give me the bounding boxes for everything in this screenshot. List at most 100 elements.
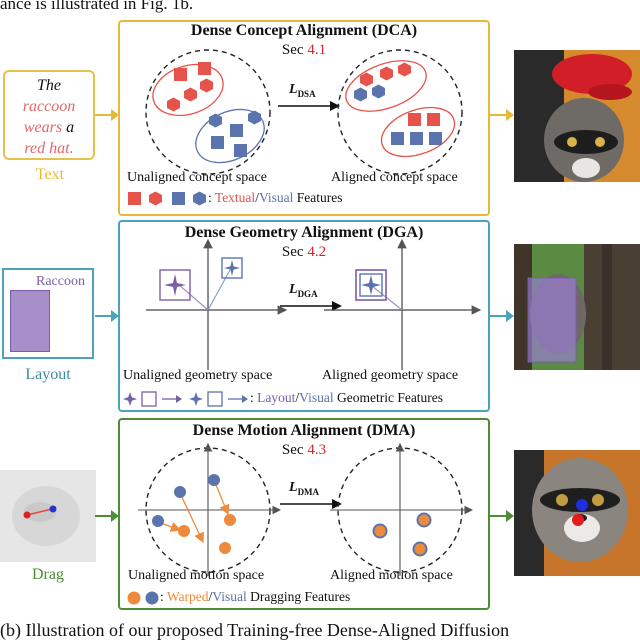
dga-layout-box — [159, 269, 191, 301]
dca-legend-red-square — [128, 192, 141, 205]
dca-loss-arrowhead — [330, 101, 340, 111]
dga-visual-box — [221, 257, 243, 279]
dca-aligned-square-5 — [429, 132, 442, 145]
dma-diagram — [127, 442, 474, 605]
dca-diagram — [128, 49, 463, 206]
top-cut-text: ance is illustrated in Fig. 1b. — [0, 0, 194, 13]
arrow-layout-to-dga — [95, 310, 119, 322]
prompt-line-4: red hat. — [24, 140, 74, 157]
dma-legend-warped-dot — [127, 591, 141, 605]
layout-box-label: Raccoon — [36, 274, 85, 289]
dma-legend-slash: / — [208, 589, 213, 604]
dga-section-ref: Sec 4.2 — [118, 244, 490, 261]
dca-panel — [118, 20, 490, 216]
output-image-dga-svg — [514, 244, 640, 370]
dma-legend-warped: Warped — [166, 589, 209, 604]
dga-visual-vector — [207, 269, 231, 311]
dga-left-caption: Unaligned geometry space — [123, 368, 273, 383]
dca-unaligned-circle — [145, 49, 271, 175]
dca-visual-ellipse — [195, 108, 265, 164]
output-image-dma — [514, 450, 640, 576]
dca-right-caption: Aligned concept space — [331, 170, 458, 185]
dca-aligned-square-2 — [427, 113, 440, 126]
output-image-dca-svg — [514, 50, 640, 182]
dma-loss-label: LDMA — [289, 480, 320, 497]
dca-aligned-ellipse-bottom — [380, 106, 456, 158]
dca-legend-blue-hex — [193, 191, 206, 206]
drag-input-label: Drag — [32, 566, 64, 583]
dga-legend-slash: / — [295, 390, 300, 405]
dma-left-caption: Unaligned motion space — [128, 568, 265, 583]
text-input-label: Text — [35, 166, 65, 183]
dca-legend-slash: / — [255, 190, 259, 205]
drag-input-image — [0, 470, 96, 562]
dga-loss-label: LDGA — [289, 282, 318, 299]
dca-visual-hex-1 — [209, 113, 222, 128]
figure-caption: (b) Illustration of our proposed Trainin… — [0, 620, 510, 640]
dca-loss-label: LDSA — [289, 82, 316, 99]
dma-visual-dot-3 — [152, 515, 164, 527]
output-image-dma-svg — [514, 450, 640, 576]
dma-warp-arrow-2 — [213, 479, 230, 516]
dma-title: Dense Motion Alignment (DMA) — [192, 422, 416, 439]
prompt-line-3b: a — [62, 119, 75, 136]
dga-loss-sub: DGA — [297, 288, 318, 299]
dca-visual-square-2 — [211, 136, 224, 149]
dga-title: Dense Geometry Alignment (DGA) — [184, 224, 424, 241]
arrow-dma-to-output — [490, 510, 514, 522]
dga-legend-layout-arrowhead — [176, 395, 182, 403]
dca-aligned-square-3 — [391, 132, 404, 145]
dca-aligned-hex-2 — [380, 66, 393, 81]
dma-loss-sub: DMA — [297, 486, 320, 497]
layout-rect — [10, 290, 50, 352]
dma-sec-num: 4.3 — [307, 442, 327, 458]
dca-legend-red-hex — [149, 191, 162, 206]
layout-input-box: Raccoon — [2, 268, 94, 359]
dga-legend-text: : Layout/Visual Geometric Features — [250, 390, 443, 406]
dca-legend-text: : Textual/Visual Features — [208, 190, 343, 206]
dma-aligned-dot-2 — [416, 512, 432, 528]
dma-warped-dot-1 — [178, 525, 190, 537]
dma-legend-visual: Visual — [212, 589, 247, 604]
dga-visual-star — [224, 260, 240, 276]
dma-warped-dot-2 — [224, 514, 236, 526]
dca-title: Dense Concept Alignment (DCA) — [190, 22, 418, 39]
dma-legend-visual-dot — [145, 591, 159, 605]
dga-legend-visual-star — [189, 392, 203, 406]
text-prompt-box: The raccoon wears a red hat. — [3, 70, 95, 160]
arrow-dga-to-output — [490, 310, 514, 322]
dga-aligned-star — [361, 275, 381, 295]
dma-aligned-dot-3 — [412, 541, 428, 557]
dma-legend-text: : Warped/Visual Dragging Features — [160, 589, 350, 605]
dma-visual-dot-1 — [174, 486, 186, 498]
dca-aligned-hex-1 — [360, 72, 373, 87]
dca-aligned-square-4 — [410, 132, 423, 145]
dga-layout-vector — [177, 283, 209, 311]
dca-aligned-hex-3 — [398, 62, 411, 77]
dga-legend-visual: Visual — [299, 390, 334, 405]
arrow-text-to-dca — [95, 109, 119, 121]
layout-input-label: Layout — [25, 366, 71, 383]
dca-textual-square-1 — [174, 68, 187, 81]
dma-visual-dot-2 — [208, 474, 220, 486]
prompt-line-2: raccoon — [22, 98, 76, 115]
dca-aligned-square-1 — [408, 113, 421, 126]
dca-textual-ellipse — [152, 63, 224, 117]
prompt-line-3a: wears — [23, 119, 63, 136]
dca-aligned-hex-5 — [372, 84, 385, 99]
prompt-line-1: The — [37, 77, 61, 94]
dca-visual-square-1 — [230, 124, 243, 137]
dga-legend-visual-box — [207, 391, 223, 407]
dca-sec-prefix: Sec — [281, 42, 308, 58]
output-image-dca — [514, 50, 640, 182]
dga-aligned-vector — [371, 285, 403, 311]
dga-sec-prefix: Sec — [281, 244, 308, 260]
dma-warp-arrow-1 — [179, 492, 204, 544]
dca-legend-textual: Textual — [214, 190, 256, 205]
dga-legend-rest: Geometric Features — [333, 390, 444, 405]
dca-legend-sep: : — [208, 190, 215, 205]
arrow-dca-to-output — [490, 109, 514, 121]
dca-aligned-ellipse-top — [345, 60, 427, 112]
dga-legend-sep: : — [250, 390, 258, 405]
dca-loss-sub: DSA — [297, 88, 316, 99]
